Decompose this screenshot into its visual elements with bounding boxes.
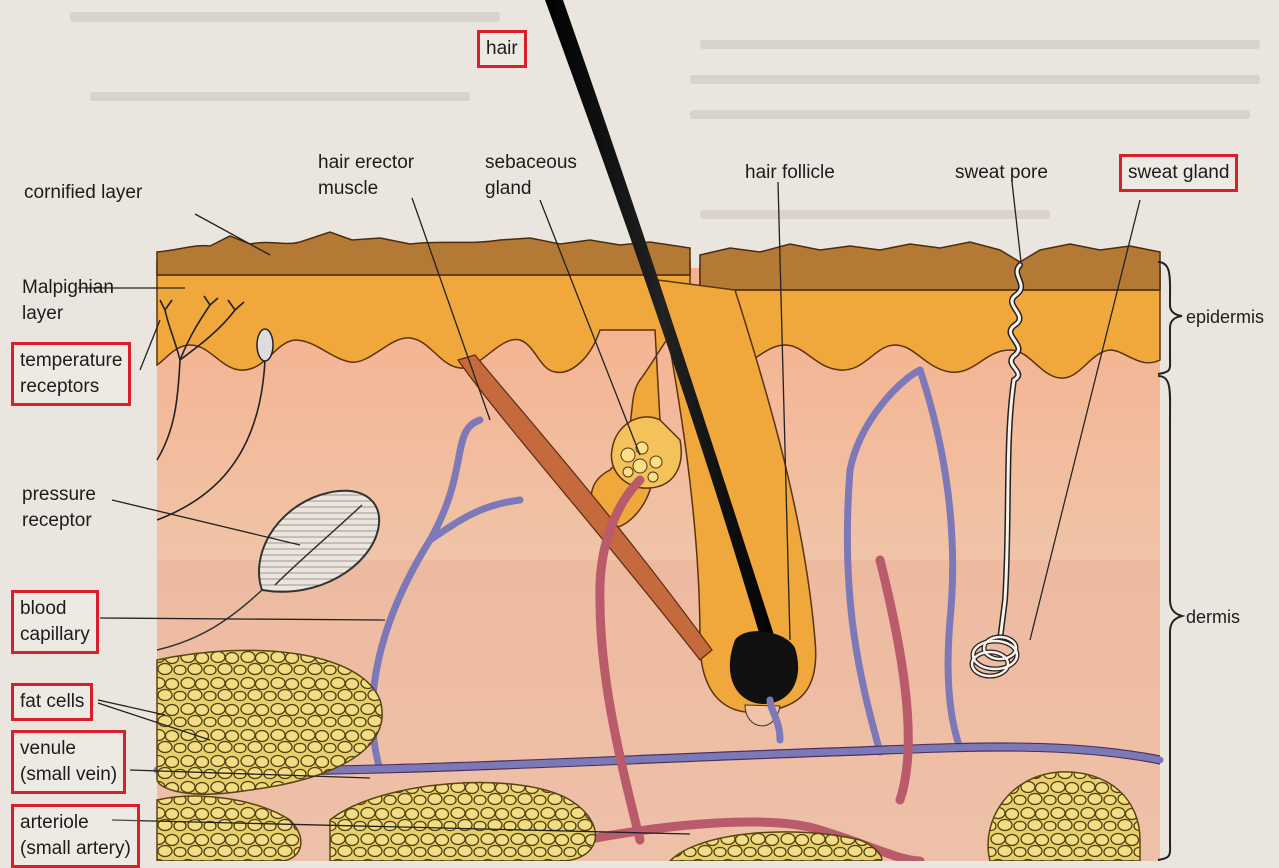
label-epidermis: epidermis [1186, 304, 1264, 330]
label-venule: venule (small vein) [11, 730, 126, 794]
layer-brackets [1158, 262, 1182, 860]
receptor-knob [257, 329, 273, 361]
background-page-lines [70, 12, 1260, 219]
leader-fat1 [98, 700, 165, 715]
label-dermis: dermis [1186, 604, 1240, 630]
label-pressure-receptor: pressure receptor [22, 482, 96, 534]
label-hair-erector-muscle: hair erector muscle [318, 150, 414, 202]
label-hair: hair [477, 30, 527, 68]
label-blood-capillary: blood capillary [11, 590, 99, 654]
label-fat-cells: fat cells [11, 683, 93, 721]
label-sebaceous-gland: sebaceous gland [485, 150, 577, 202]
label-malpighian-layer: Malpighian layer [22, 275, 114, 327]
label-arteriole: arteriole (small artery) [11, 804, 140, 868]
label-cornified-layer: cornified layer [24, 180, 142, 206]
hair-bulb [730, 631, 798, 704]
label-temperature-receptors: temperature receptors [11, 342, 131, 406]
label-sweat-gland: sweat gland [1119, 154, 1238, 192]
leader-sweat-pore [1012, 182, 1021, 262]
cornified-layer-left [157, 232, 690, 275]
label-hair-follicle: hair follicle [745, 160, 835, 186]
cornified-layer-right [700, 242, 1160, 290]
label-sweat-pore: sweat pore [955, 160, 1048, 186]
